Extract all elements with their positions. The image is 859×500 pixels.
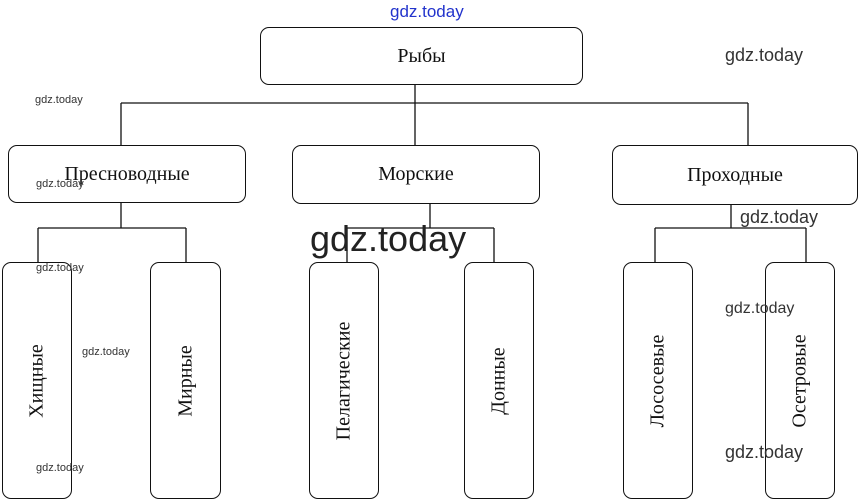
watermark: gdz.today — [82, 346, 130, 358]
watermark: gdz.today — [36, 262, 84, 274]
group-label: Пресноводные — [64, 162, 190, 185]
watermark: gdz.today — [36, 178, 84, 190]
leaf-label: Донные — [487, 346, 510, 415]
leaf-label: Мирные — [174, 344, 196, 417]
watermark: gdz.today — [740, 207, 819, 227]
watermark: gdz.today — [36, 462, 84, 474]
leaf-node-sturgeon: Осетровые — [765, 262, 835, 499]
leaf-label: Лососевые — [646, 334, 669, 427]
leaf-label: Хищные — [25, 343, 48, 418]
watermark: gdz.today — [725, 300, 795, 317]
leaf-label: Осетровые — [788, 333, 811, 428]
leaf-node-peaceful: Мирные — [150, 262, 221, 499]
group-node-freshwater: Пресноводные — [8, 145, 246, 203]
watermark: gdz.today — [390, 2, 464, 21]
watermark: gdz.today — [310, 218, 467, 259]
leaf-label: Пелагические — [332, 321, 355, 440]
root-node: Рыбы — [260, 27, 583, 85]
group-label: Проходные — [687, 163, 783, 186]
leaf-node-pelagic: Пелагические — [309, 262, 379, 499]
leaf-node-bottom: Донные — [464, 262, 534, 499]
leaf-node-salmon: Лососевые — [623, 262, 693, 499]
watermark: gdz.today — [35, 94, 83, 106]
leaf-node-predatory: Хищные — [2, 262, 72, 499]
group-label: Морские — [378, 163, 454, 185]
group-node-marine: Морские — [292, 145, 540, 204]
group-node-anadromous: Проходные — [612, 145, 858, 205]
watermark: gdz.today — [725, 442, 804, 462]
watermark: gdz.today — [725, 45, 804, 65]
root-label: Рыбы — [397, 44, 446, 67]
